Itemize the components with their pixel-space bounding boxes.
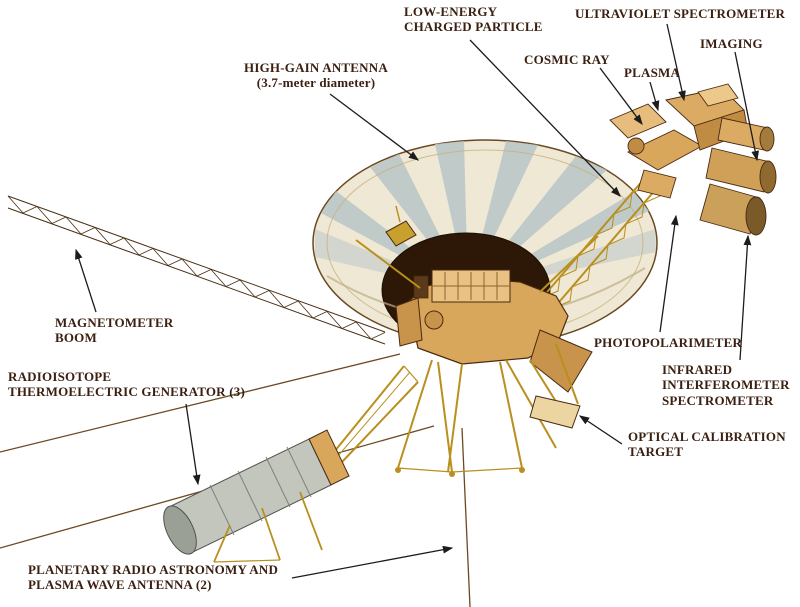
support-struts (355, 235, 599, 477)
label-plasma: PLASMA (624, 65, 681, 80)
rtg-assembly (163, 429, 350, 563)
bus-side-box (395, 297, 423, 347)
arrow-magnetometer-boom (75, 248, 97, 313)
label-magnetometer-boom: MAGNETOMETER BOOM (55, 315, 174, 346)
arrow-photopolarimeter (659, 214, 679, 333)
uv-spectrometer-instrument (697, 83, 739, 107)
high-gain-antenna-dish (312, 139, 658, 348)
iris-aperture (745, 196, 767, 236)
arrow-imaging (734, 51, 760, 162)
label-planetary-radio-astronomy: PLANETARY RADIO ASTRONOMY AND PLASMA WAV… (28, 562, 279, 593)
dish-feed-antenna (395, 205, 401, 223)
bus-right-panel (529, 329, 593, 393)
arrow-high-gain-antenna (329, 93, 420, 161)
label-ultraviolet-spectrometer: ULTRAVIOLET SPECTROMETER (575, 6, 786, 21)
arrow-pra-antenna (291, 545, 454, 579)
rtg-boom-truss (333, 365, 419, 463)
pra-antenna-left (0, 353, 401, 453)
arrow-optical-calibration-target (578, 415, 623, 445)
pointer-arrows (75, 23, 760, 579)
bus-round-fitting (424, 310, 444, 330)
bus-louver-lines (432, 272, 510, 300)
arrow-iris (739, 234, 752, 361)
imaging-wide-lens (759, 160, 777, 194)
science-boom (541, 171, 663, 309)
arrow-cosmic-ray (599, 67, 643, 126)
rtg-support-struts (213, 491, 323, 563)
label-photopolarimeter: PHOTOPOLARIMETER (594, 335, 743, 350)
arrow-rtg (185, 403, 201, 486)
iris-instrument (699, 183, 761, 235)
label-optical-calibration-target: OPTICAL CALIBRATION TARGET (628, 429, 786, 460)
arrow-ultraviolet-spectrometer (666, 23, 686, 102)
arrow-plasma (649, 81, 660, 112)
spacecraft-bus (395, 269, 593, 393)
label-low-energy-charged-particle: LOW-ENERGY CHARGED PARTICLE (404, 4, 543, 35)
plasma-detector (627, 137, 645, 155)
arrow-low-energy-charged-particle (469, 39, 621, 197)
label-cosmic-ray: COSMIC RAY (524, 52, 610, 67)
label-infrared-interferometer-spectrometer: INFRARED INTERFEROMETER SPECTROMETER (662, 362, 790, 408)
bus-dark-opening (413, 275, 429, 299)
optical-calibration-target-plate (529, 395, 581, 429)
photopolarimeter-instrument (637, 169, 677, 199)
label-radioisotope-generator: RADIOISOTOPE THERMOELECTRIC GENERATOR (3… (8, 369, 245, 400)
rtg-mount (308, 429, 350, 486)
dish-feed-box (385, 220, 417, 247)
imaging-narrow-lens (759, 126, 775, 152)
pra-antenna-vertical (461, 427, 471, 607)
label-high-gain-antenna: HIGH-GAIN ANTENNA (3.7-meter diameter) (244, 60, 388, 91)
magnetometer-boom-graphic (7, 195, 386, 345)
label-imaging: IMAGING (700, 36, 763, 51)
rtg-end-cap (163, 505, 197, 555)
